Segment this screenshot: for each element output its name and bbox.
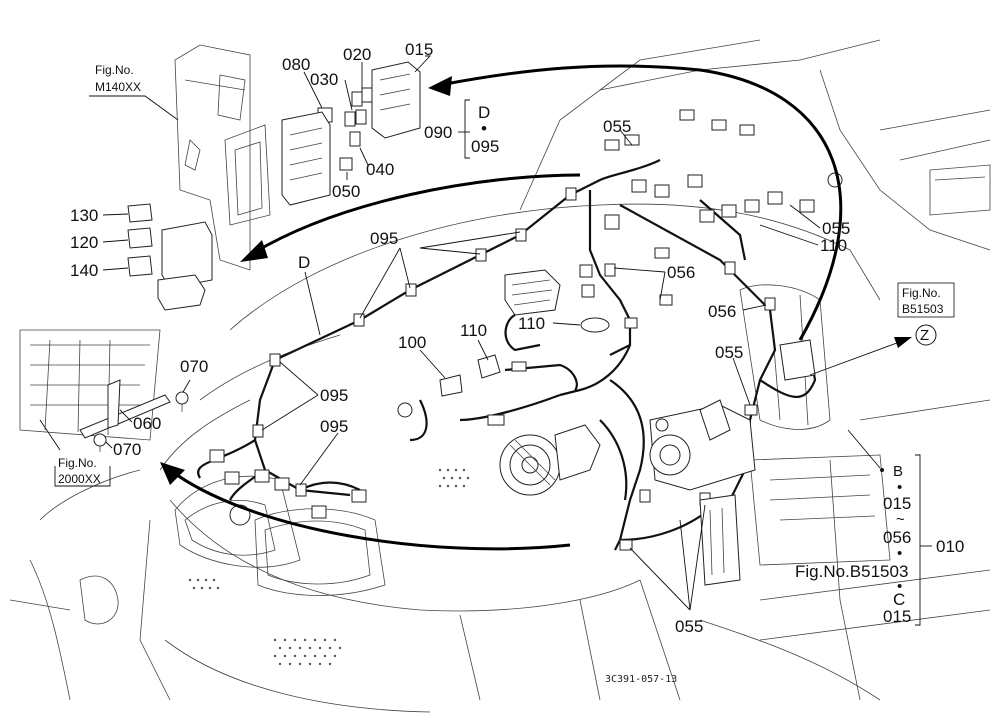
ref-m140xx-line1: Fig.No. [95,63,134,77]
label-120: 120 [70,233,98,252]
ref-2000xx-line2: 2000XX [58,472,101,486]
bracket-b-fig: Fig.No.B51503 [795,562,908,581]
headlight-connectors [209,449,367,526]
label-130: 130 [70,206,98,225]
battery-cable-bracket [699,494,741,586]
bracket-d-letter: D [478,103,490,122]
label-095-top: 095 [370,229,398,248]
view-arrows [160,64,912,551]
clip-110-right [580,317,610,333]
bracket-d-095: 095 [471,137,499,156]
bracket-b-dot3: • [897,578,902,595]
connector-z [779,339,816,381]
bracket-b-dot1: • [897,479,902,496]
ref-box-m140xx: Fig.No. M140XX [89,63,179,121]
label-055-top: 055 [603,117,631,136]
bracket-b-letter: B [893,463,903,480]
ref-box-2000xx: Fig.No. 2000XX [39,419,111,487]
label-090: 090 [424,123,452,142]
electrical-components [79,61,843,586]
label-070-lower: 070 [113,440,141,459]
label-040: 040 [366,160,394,179]
bracket-060 [79,379,171,439]
ref-b51503-line2: B51503 [902,302,944,316]
label-110-top-right: 110 [820,236,847,255]
part-callouts: 015 020 030 040 050 080 090 D • 095 130 … [70,40,964,636]
label-100: 100 [398,333,426,352]
label-080: 080 [282,55,310,74]
bolt-070-upper [175,391,189,412]
drawing-number: 3C391-057-13 [605,674,677,685]
ref-b51503-line1: Fig.No. [902,286,941,300]
starter-motor [649,399,756,491]
fuse-030 [344,109,367,127]
ref-box-b51503: Fig.No. B51503 [897,282,955,318]
ref-m140xx-line2: M140XX [95,80,141,94]
label-056-upper: 056 [667,263,695,282]
label-055-mid: 055 [715,343,743,362]
fuse-050 [339,157,353,171]
label-110-center: 110 [460,321,487,340]
bolt-070-lower [93,433,107,452]
connector-120 [127,227,153,249]
label-015: 015 [405,40,433,59]
relay-block-left [157,221,213,311]
fuse-holder-m140 [281,111,331,206]
dashboard-connectors [579,109,843,306]
bracket-c-letter: C [893,590,905,609]
ref-2000xx-line1: Fig.No. [58,456,97,470]
fuse-040 [349,131,361,147]
sensor-110 [477,354,527,426]
bracket-b-015: 015 [883,494,911,513]
sensor-100 [397,374,463,418]
fuse-box-part-015 [371,61,421,139]
fuse-020 [351,87,373,107]
label-030: 030 [310,70,338,89]
label-020: 020 [343,45,371,64]
connector-140 [127,255,153,277]
bracket-b-dot2: • [897,545,902,562]
label-055-right: 055 [822,219,850,238]
bracket-b-tilde: ~ [896,511,905,528]
view-marker-z: Z [920,327,929,344]
label-140: 140 [70,261,98,280]
bracket-c-015: 015 [883,607,911,626]
alternator [499,424,601,496]
label-010: 010 [936,537,964,556]
junction-box-center [504,269,561,316]
label-110-right: 110 [518,314,545,333]
label-055-bottom: 055 [675,617,703,636]
label-060: 060 [133,414,161,433]
tractor-body-sketch [9,39,991,713]
label-050: 050 [332,182,360,201]
connector-130 [127,203,153,223]
label-056-right: 056 [708,302,736,321]
bracket-b-056: 056 [883,528,911,547]
wiring-harness [197,159,817,551]
grille-texture [188,468,470,666]
view-marker-d: D [298,253,310,272]
bracket-d-dot: • [481,119,487,138]
label-070-upper: 070 [180,357,208,376]
label-095-mid: 095 [320,386,348,405]
label-095-low: 095 [320,417,348,436]
